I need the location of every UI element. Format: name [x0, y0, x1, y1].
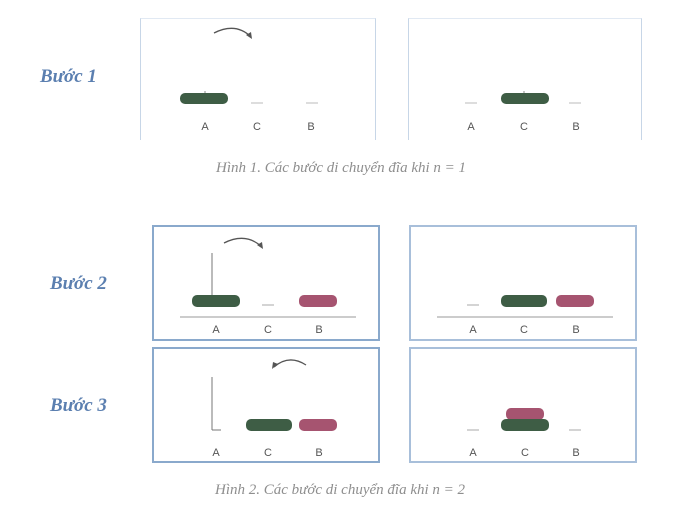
small-disk [299, 295, 337, 307]
arrowhead [257, 242, 263, 249]
peg-label-a: A [212, 447, 220, 459]
peg-label-b: B [572, 447, 580, 459]
step3-after-drawing [467, 408, 581, 431]
large-disk [501, 93, 549, 104]
peg-label-a: A [467, 121, 475, 133]
peg-label-b: B [307, 121, 315, 133]
figure-1-caption: Hình 1. Các bước di chuyển đĩa khi n = 1 [216, 160, 467, 176]
move-arrow [223, 237, 263, 248]
step2-before-drawing [180, 237, 356, 318]
peg-label-c: C [264, 324, 272, 336]
peg-label-b: B [315, 447, 323, 459]
arrowhead [246, 32, 252, 39]
small-disk [299, 419, 337, 431]
large-disk [192, 295, 240, 307]
large-disk [501, 419, 549, 431]
step-3-label: Bước 3 [50, 395, 107, 416]
large-disk [180, 93, 228, 104]
step3-after-panel: A C B [409, 347, 637, 463]
peg-label-b: B [315, 324, 323, 336]
move-arrow [213, 27, 252, 38]
small-disk [506, 408, 544, 420]
peg-label-a: A [469, 447, 477, 459]
fig1-before-panel: A C B [140, 18, 376, 140]
step-2-label: Bước 2 [50, 273, 107, 294]
step2-before-panel: A C B [152, 225, 380, 341]
step2-after-panel: A C B [409, 225, 637, 341]
step2-after-drawing [437, 295, 613, 318]
arrowhead [272, 362, 278, 369]
peg-label-b: B [572, 324, 580, 336]
peg-label-a: A [201, 121, 209, 133]
peg-label-b: B [572, 121, 580, 133]
figure-2-caption: Hình 2. Các bước di chuyển đĩa khi n = 2 [215, 482, 466, 498]
peg-label-c: C [253, 121, 261, 133]
peg-label-c: C [520, 324, 528, 336]
large-disk [246, 419, 292, 431]
peg-label-a: A [212, 324, 220, 336]
fig1-after-drawing [465, 91, 581, 104]
peg-label-c: C [520, 121, 528, 133]
step3-before-drawing [211, 359, 337, 431]
move-arrow [273, 359, 307, 368]
large-disk [501, 295, 547, 307]
step-1-label: Bước 1 [40, 66, 97, 87]
fig1-after-panel: A C B [408, 18, 642, 140]
small-disk [556, 295, 594, 307]
peg-label-c: C [264, 447, 272, 459]
fig1-before-drawing [180, 27, 318, 104]
step3-before-panel: A C B [152, 347, 380, 463]
peg-label-c: C [521, 447, 529, 459]
peg-label-a: A [469, 324, 477, 336]
